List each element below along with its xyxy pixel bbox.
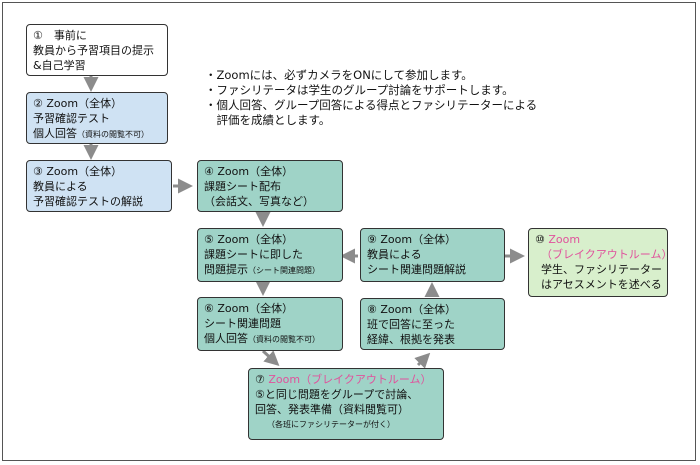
step-9-line-1: 教員による bbox=[367, 248, 422, 261]
step-4-title: ④ Zoom（全体） bbox=[204, 165, 294, 178]
arrow-6-7 bbox=[261, 349, 280, 367]
step-9-box: ⑨ Zoom（全体） 教員による シート関連問題解説 bbox=[360, 228, 505, 282]
step-1-title: ① 事前に bbox=[33, 29, 87, 42]
step-5-line-1: 課題シートに即した bbox=[204, 248, 303, 261]
step-7-line-2: 回答、発表準備（資料閲覧可） bbox=[255, 403, 409, 416]
step-10-box: ⑩ Zoom （ブレイクアウトルーム） 学生、ファシリテーター はアセスメントを… bbox=[528, 228, 673, 297]
step-2-line-2-main: 個人回答 bbox=[33, 127, 77, 140]
step-7-title: Zoom（ブレイクアウトルーム） bbox=[268, 373, 432, 386]
note-line-1: ・Zoomには、必ずカメラをONにして参加します。 bbox=[205, 68, 473, 82]
step-8-line-2: 経緯、根拠を発表 bbox=[367, 333, 455, 346]
step-7-line-1: ⑤と同じ問題をグループで討論、 bbox=[255, 388, 419, 401]
step-2-line-2-note: （資料の閲覧不可） bbox=[77, 130, 149, 139]
step-2-line-1: 予習確認テスト bbox=[33, 112, 110, 125]
diagram-frame bbox=[2, 2, 696, 461]
step-6-box: ⑥ Zoom（全体） シート関連問題 個人回答（資料の閲覧不可） bbox=[197, 297, 343, 351]
step-5-box: ⑤ Zoom（全体） 課題シートに即した 問題提示（シート関連問題） bbox=[197, 228, 343, 282]
step-6-line-2-main: 個人回答 bbox=[204, 332, 248, 345]
step-1-line-2: &自己学習 bbox=[33, 59, 86, 72]
arrow-7-8 bbox=[414, 352, 431, 369]
step-3-line-1: 教員による bbox=[33, 180, 88, 193]
step-5-line-2-note: （シート関連問題） bbox=[248, 266, 320, 275]
step-4-line-1: 課題シート配布 bbox=[204, 180, 281, 193]
step-8-title: ⑧ Zoom（全体） bbox=[367, 303, 457, 316]
step-7-note: （各班にファシリテーターが付く） bbox=[267, 420, 395, 429]
step-8-line-1: 班で回答に至った bbox=[367, 318, 455, 331]
step-6-line-1: シート関連問題 bbox=[204, 317, 281, 330]
notes-block: ・Zoomには、必ずカメラをONにして参加します。 ・ファシリテータは学生のグル… bbox=[205, 68, 537, 128]
step-6-line-2-note: （資料の閲覧不可） bbox=[248, 335, 320, 344]
step-8-box: ⑧ Zoom（全体） 班で回答に至った 経緯、根拠を発表 bbox=[360, 298, 505, 350]
step-4-line-2: （会話文、写真など） bbox=[204, 195, 314, 208]
step-5-title: ⑤ Zoom（全体） bbox=[204, 233, 294, 246]
step-9-title: ⑨ Zoom（全体） bbox=[367, 233, 457, 246]
step-2-title: ② Zoom（全体） bbox=[33, 97, 123, 110]
step-10-number: ⑩ bbox=[535, 233, 549, 246]
step-9-line-2: シート関連問題解説 bbox=[367, 263, 466, 276]
step-2-box: ② Zoom（全体） 予習確認テスト 個人回答（資料の閲覧不可） bbox=[26, 92, 168, 144]
step-4-box: ④ Zoom（全体） 課題シート配布 （会話文、写真など） bbox=[197, 160, 343, 212]
step-3-line-2: 予習確認テストの解説 bbox=[33, 195, 143, 208]
step-10-title-1: Zoom bbox=[548, 233, 581, 246]
step-7-box: ⑦ Zoom（ブレイクアウトルーム） ⑤と同じ問題をグループで討論、 回答、発表… bbox=[248, 368, 444, 440]
note-line-2: ・ファシリテータは学生のグループ討論をサポートします。 bbox=[205, 83, 514, 97]
step-10-line-2: はアセスメントを述べる bbox=[541, 278, 662, 291]
note-line-4: 評価を成績とします。 bbox=[205, 113, 331, 127]
note-line-3: ・個人回答、グループ回答による得点とファシリテーターによる bbox=[205, 98, 538, 112]
step-1-line-1: 教員から予習項目の提示 bbox=[33, 44, 154, 57]
step-5-line-2-main: 問題提示 bbox=[204, 263, 248, 276]
step-10-line-1: 学生、ファシリテーター bbox=[541, 263, 662, 276]
step-10-title-2: （ブレイクアウトルーム） bbox=[541, 248, 673, 261]
step-7-number: ⑦ bbox=[255, 373, 269, 386]
step-3-box: ③ Zoom（全体） 教員による 予習確認テストの解説 bbox=[26, 160, 172, 212]
step-3-title: ③ Zoom（全体） bbox=[33, 165, 123, 178]
step-1-box: ① 事前に 教員から予習項目の提示 &自己学習 bbox=[26, 24, 168, 76]
step-6-title: ⑥ Zoom（全体） bbox=[204, 302, 294, 315]
